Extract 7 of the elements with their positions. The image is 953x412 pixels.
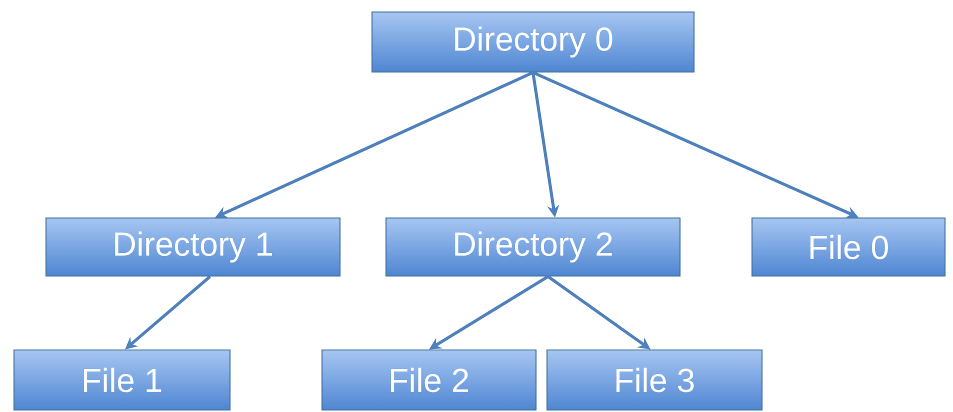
node-box: File 3 (546, 349, 763, 411)
node-box: File 2 (321, 349, 537, 411)
node-box: File 0 (751, 217, 946, 277)
node-box: Directory 1 (45, 217, 341, 277)
node-box: Directory 0 (371, 11, 695, 73)
node-box: Directory 2 (385, 217, 681, 277)
node-box: File 1 (13, 349, 231, 411)
